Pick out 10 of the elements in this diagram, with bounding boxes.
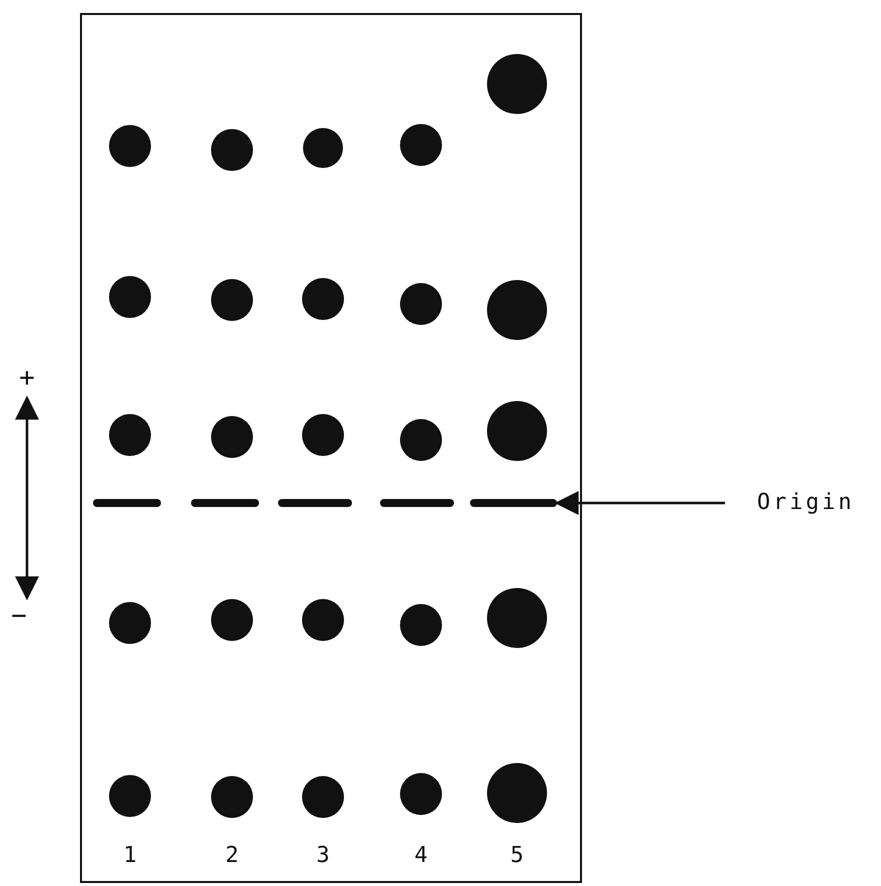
polarity-sign: + [19,365,35,391]
polarity-sign: − [11,603,27,629]
lane-number: 1 [123,845,137,867]
arrow [554,491,725,515]
lane-number: 3 [316,845,330,867]
lane-number: 4 [414,845,428,867]
lane-number: 2 [225,845,239,867]
lane-number: 5 [510,845,524,867]
origin-label: Origin [757,492,854,514]
origin-line [93,499,557,507]
